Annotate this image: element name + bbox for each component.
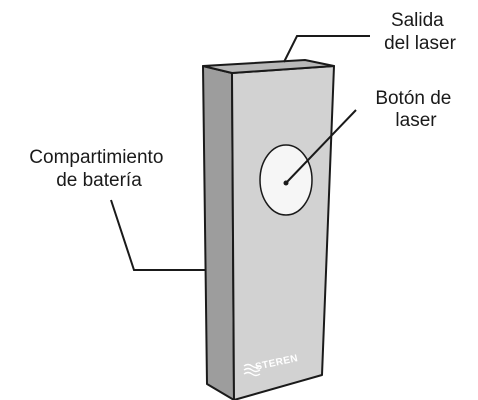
laser-pointer-device: STEREN [202, 59, 335, 400]
laser-button-marker-dot [283, 180, 289, 186]
leader-line-laser-output [283, 35, 370, 63]
device-top-face [202, 59, 335, 74]
label-laser-output: Salida del laser [384, 10, 456, 54]
brand-logo-icon [243, 363, 261, 377]
label-battery-compartment-line2: de batería [56, 170, 142, 191]
leader-line-laser-button [285, 109, 357, 184]
label-laser-output-line2: del laser [384, 33, 456, 54]
label-laser-button-line2: laser [395, 110, 437, 131]
laser-button [259, 144, 313, 216]
label-battery-compartment: Compartimiento de batería [29, 147, 168, 191]
device-side-face [202, 65, 235, 400]
label-laser-output-line1: Salida [391, 10, 444, 31]
label-battery-compartment-line1: Compartimiento [29, 147, 163, 168]
label-laser-button: Botón de laser [375, 88, 456, 131]
leader-line-battery-compartment [110, 199, 205, 271]
leader-lines [110, 35, 370, 271]
device-front-face [231, 65, 335, 400]
label-laser-button-line1: Botón de [375, 88, 451, 109]
